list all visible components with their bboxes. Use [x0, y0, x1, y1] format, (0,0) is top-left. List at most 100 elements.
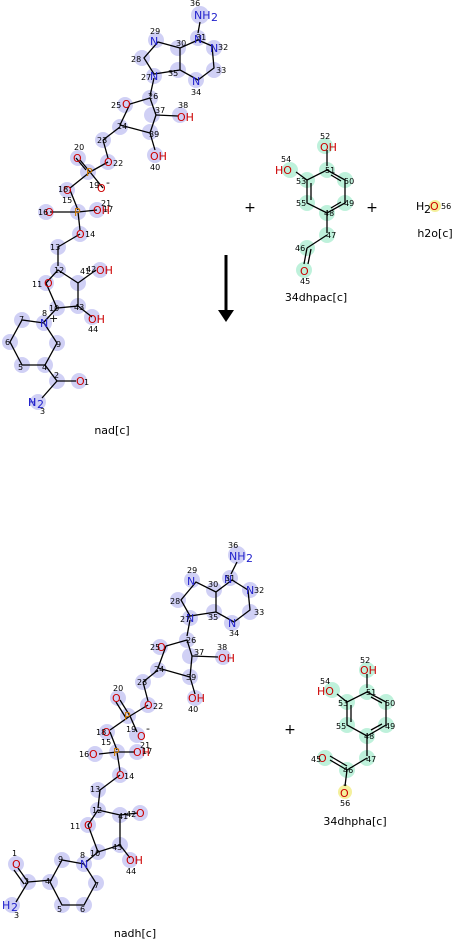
svg-text:36: 36 — [228, 541, 238, 550]
svg-text:33: 33 — [254, 608, 264, 617]
svg-text:OH: OH — [133, 746, 150, 759]
svg-text:N: N — [187, 575, 195, 588]
svg-text:11: 11 — [32, 280, 42, 289]
svg-text:27: 27 — [141, 73, 151, 82]
svg-text:O: O — [122, 98, 131, 111]
svg-text:12: 12 — [54, 266, 64, 275]
svg-text:46: 46 — [295, 244, 305, 253]
plus-sign-1: + — [244, 200, 256, 216]
svg-text:54: 54 — [281, 155, 291, 164]
svg-text:N: N — [246, 584, 254, 597]
svg-text:P: P — [74, 206, 81, 219]
molecule-nad: NH2 N N N N N O OH OH O P O O O- P O OH … — [2, 0, 228, 437]
svg-text:23: 23 — [137, 678, 147, 687]
svg-text:OH: OH — [150, 150, 167, 163]
svg-text:O: O — [112, 692, 121, 705]
svg-text:2: 2 — [54, 371, 59, 380]
svg-text:O: O — [63, 184, 72, 197]
svg-text:24: 24 — [117, 122, 127, 131]
h2o-label: h2o[c] — [417, 227, 452, 240]
svg-text:55: 55 — [296, 199, 306, 208]
svg-text:52: 52 — [360, 656, 370, 665]
svg-text:33: 33 — [216, 66, 226, 75]
svg-text:OH: OH — [320, 141, 337, 154]
svg-text:OH: OH — [177, 111, 194, 124]
svg-text:O: O — [104, 156, 113, 169]
svg-text:OH: OH — [188, 692, 205, 705]
34dhpac-label: 34dhpac[c] — [285, 291, 347, 304]
svg-text:6: 6 — [5, 338, 10, 347]
svg-text:35: 35 — [168, 69, 178, 78]
svg-text:18: 18 — [58, 185, 68, 194]
svg-text:-: - — [106, 176, 110, 189]
svg-text:HO: HO — [275, 164, 292, 177]
svg-text:49: 49 — [344, 199, 354, 208]
svg-text:O: O — [144, 699, 153, 712]
svg-text:42: 42 — [86, 265, 96, 274]
svg-text:13: 13 — [50, 243, 60, 252]
svg-text:29: 29 — [150, 27, 160, 36]
svg-text:N: N — [28, 396, 36, 409]
svg-text:43: 43 — [74, 303, 84, 312]
svg-text:16: 16 — [79, 750, 89, 759]
svg-text:50: 50 — [385, 699, 395, 708]
svg-text:5: 5 — [57, 905, 62, 914]
svg-text:8: 8 — [80, 851, 85, 860]
svg-text:O: O — [73, 152, 82, 165]
svg-text:19: 19 — [89, 181, 99, 190]
svg-text:56: 56 — [340, 799, 350, 808]
svg-text:47: 47 — [366, 755, 376, 764]
svg-text:N: N — [40, 317, 48, 330]
svg-text:41: 41 — [80, 267, 90, 276]
svg-text:16: 16 — [38, 208, 48, 217]
svg-text:52: 52 — [320, 132, 330, 141]
svg-text:26: 26 — [148, 92, 158, 101]
svg-text:OH: OH — [88, 313, 105, 326]
svg-text:5: 5 — [18, 363, 23, 372]
svg-text:10: 10 — [49, 304, 59, 313]
svg-text:9: 9 — [58, 855, 63, 864]
svg-text:N: N — [224, 573, 232, 586]
svg-text:40: 40 — [150, 163, 160, 172]
svg-text:12: 12 — [92, 806, 102, 815]
svg-text:H: H — [28, 396, 36, 409]
34dhpha-label: 34dhpha[c] — [323, 815, 386, 828]
svg-text:30: 30 — [208, 580, 218, 589]
svg-text:20: 20 — [113, 684, 123, 693]
svg-text:44: 44 — [88, 325, 98, 334]
svg-text:54: 54 — [320, 677, 330, 686]
svg-text:38: 38 — [217, 643, 227, 652]
svg-text:2: 2 — [424, 203, 431, 216]
svg-text:30: 30 — [176, 39, 186, 48]
svg-text:-: - — [146, 722, 150, 735]
svg-text:49: 49 — [385, 722, 395, 731]
svg-text:51: 51 — [325, 166, 335, 175]
svg-text:OH: OH — [126, 854, 143, 867]
svg-text:O: O — [76, 228, 85, 241]
svg-text:2: 2 — [211, 11, 218, 24]
svg-text:9: 9 — [56, 340, 61, 349]
svg-text:37: 37 — [194, 648, 204, 657]
svg-text:31: 31 — [196, 33, 206, 42]
svg-text:44: 44 — [126, 867, 136, 876]
svg-text:39: 39 — [186, 673, 196, 682]
svg-text:11: 11 — [70, 822, 80, 831]
svg-text:55: 55 — [336, 722, 346, 731]
svg-text:15: 15 — [101, 738, 111, 747]
svg-text:34: 34 — [191, 88, 201, 97]
svg-text:22: 22 — [113, 159, 123, 168]
svg-text:3: 3 — [40, 407, 45, 416]
svg-text:N: N — [228, 617, 236, 630]
svg-text:48: 48 — [324, 209, 334, 218]
svg-text:32: 32 — [254, 586, 264, 595]
svg-text:H: H — [2, 899, 10, 912]
svg-text:N: N — [150, 70, 158, 83]
svg-text:17: 17 — [103, 205, 113, 214]
svg-text:O: O — [12, 858, 21, 871]
molecule-nadh: NH2 N N N N N O OH OH O P O O O- P O OH … — [2, 541, 264, 939]
svg-text:2: 2 — [246, 552, 253, 565]
svg-text:43: 43 — [112, 843, 122, 852]
svg-text:7: 7 — [19, 315, 24, 324]
svg-text:42: 42 — [126, 810, 136, 819]
